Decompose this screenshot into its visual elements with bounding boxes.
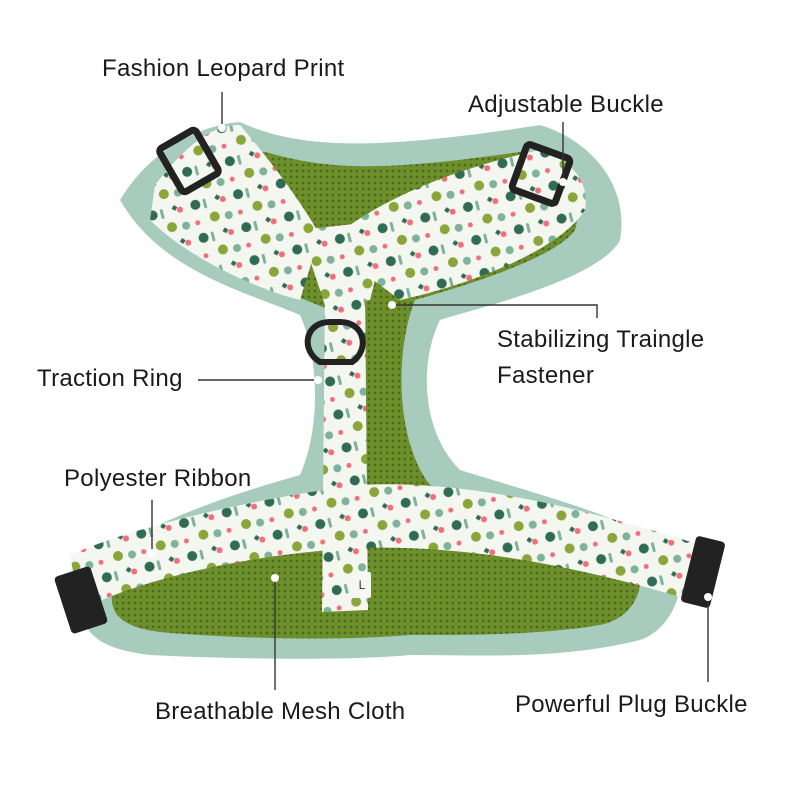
label-stabilizing-line1: Stabilizing Traingle bbox=[497, 326, 705, 353]
label-traction-ring: Traction Ring bbox=[37, 365, 183, 392]
adjust-buckle-left bbox=[156, 126, 222, 196]
size-tag: L bbox=[353, 572, 371, 598]
label-stabilizing-fastener: Stabilizing Traingle Fastener bbox=[497, 322, 704, 394]
d-ring-icon bbox=[304, 319, 366, 365]
plug-buckle-left bbox=[54, 566, 108, 634]
label-plug-buckle: Powerful Plug Buckle bbox=[515, 691, 748, 718]
neck-ribbon-right bbox=[350, 150, 586, 300]
belly-strap bbox=[70, 484, 700, 610]
neck-ribbon-left bbox=[150, 125, 320, 300]
leader-lines bbox=[151, 92, 709, 690]
label-polyester-ribbon: Polyester Ribbon bbox=[64, 465, 252, 492]
label-stabilizing-line2: Fastener bbox=[497, 362, 595, 389]
plug-buckle-right bbox=[681, 536, 725, 608]
label-fashion-print: Fashion Leopard Print bbox=[102, 55, 345, 82]
stabilizing-triangle bbox=[300, 220, 390, 305]
label-mesh-cloth: Breathable Mesh Cloth bbox=[155, 698, 406, 725]
leader-dots bbox=[148, 124, 712, 601]
label-adjustable-buckle: Adjustable Buckle bbox=[468, 91, 664, 118]
